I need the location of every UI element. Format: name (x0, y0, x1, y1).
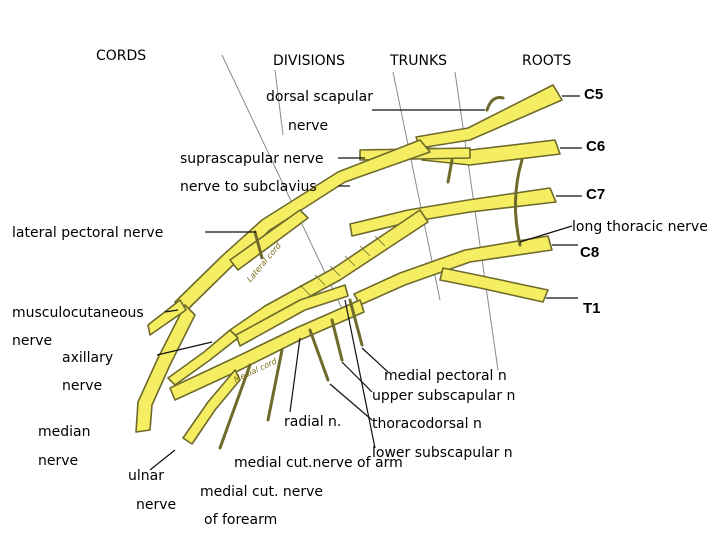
ulnar-nerve-shape (182, 369, 241, 445)
divisions-guide-line (274, 69, 284, 136)
long-thoracic-leader (519, 225, 573, 243)
label-lower-subscapular: lower subscapular n (372, 445, 513, 461)
leader-lines (149, 95, 582, 471)
medial-cord-shape (169, 299, 365, 401)
musculocutaneous-nerve-shape (147, 299, 187, 336)
label-median-2: nerve (38, 453, 79, 469)
medial-pectoral-branch (348, 298, 364, 347)
musculocutaneous-leader (164, 309, 179, 313)
label-radial: radial n. (284, 414, 342, 430)
label-dorsal-scapular-1: dorsal scapular (266, 89, 373, 105)
lower-subscapular-leader (344, 299, 376, 449)
hatch-line (344, 255, 356, 267)
thoracodorsal-branch (308, 328, 330, 382)
roots-guide-line (454, 71, 499, 371)
branch-nerves (218, 96, 524, 450)
upper-subscapular-branch (330, 318, 344, 362)
long-thoracic-branch (514, 158, 524, 247)
cord-hatching (299, 235, 386, 296)
ulnar-leader (149, 449, 176, 471)
header-trunks: TRUNKS (390, 53, 448, 69)
header-cords: CORDS (96, 48, 147, 64)
label-upper-subscapular: upper subscapular n (372, 388, 516, 404)
hatch-line (359, 245, 371, 257)
header-divisions: DIVISIONS (273, 53, 346, 69)
cords-guide-line (221, 54, 346, 316)
upper-subscapular-leader (341, 361, 373, 393)
root-c5-label: C5 (584, 86, 604, 103)
label-median-1: median (38, 424, 91, 440)
root-c7-label: C7 (586, 186, 606, 203)
label-long-thoracic: long thoracic nerve (572, 219, 708, 235)
medial-cut-arm-branch (266, 348, 284, 422)
hatch-line (329, 265, 341, 277)
medial-pectoral-leader (361, 347, 389, 373)
label-medial-pectoral: medial pectoral n (384, 368, 507, 384)
label-dorsal-scapular-2: nerve (288, 118, 329, 134)
label-suprascapular: suprascapular nerve (180, 151, 324, 167)
label-lateral-pectoral: lateral pectoral nerve (12, 225, 164, 241)
label-musculocutaneous-1: musculocutaneous (12, 305, 144, 321)
label-axillary-1: axillary (62, 350, 114, 366)
label-ulnar-1: ulnar (128, 468, 164, 484)
root-c8-label: C8 (580, 244, 600, 261)
label-axillary-2: nerve (62, 378, 103, 394)
header-roots: ROOTS (522, 53, 572, 69)
root-c5-shape (415, 84, 563, 149)
root-c6-label: C6 (586, 138, 606, 155)
nerve-bundles (135, 84, 563, 445)
median-nerve-shape (135, 304, 196, 433)
root-t1-shape (439, 267, 549, 303)
thoracodorsal-leader (329, 383, 373, 421)
label-musculocutaneous-2: nerve (12, 333, 53, 349)
radial-nerve-shape (235, 284, 349, 347)
label-medial-cut-arm: medial cut.nerve of arm (234, 455, 403, 471)
hatch-line (314, 274, 326, 286)
label-ulnar-2: nerve (136, 497, 177, 513)
axillary-leader (156, 341, 213, 356)
radial-leader (289, 337, 301, 413)
dorsal-scapular-branch (485, 96, 505, 112)
medial-cut-forearm-branch (218, 363, 252, 450)
nerve-to-subclavius-branch (446, 158, 454, 184)
lateral-cord-shape (229, 209, 309, 271)
hatch-line (374, 235, 386, 247)
axillary-nerve-shape (167, 329, 239, 386)
label-thoracodorsal: thoracodorsal n (372, 416, 482, 432)
label-medial-cut-forearm-1: medial cut. nerve (200, 484, 324, 500)
lateral-pectoral-branch (253, 230, 264, 260)
root-t1-label: T1 (583, 300, 601, 317)
root-c7-shape (349, 187, 557, 237)
hatch-line (299, 284, 311, 296)
label-nerve-to-subclavius: nerve to subclavius (180, 179, 317, 195)
label-medial-cut-forearm-2: of forearm (204, 512, 278, 528)
